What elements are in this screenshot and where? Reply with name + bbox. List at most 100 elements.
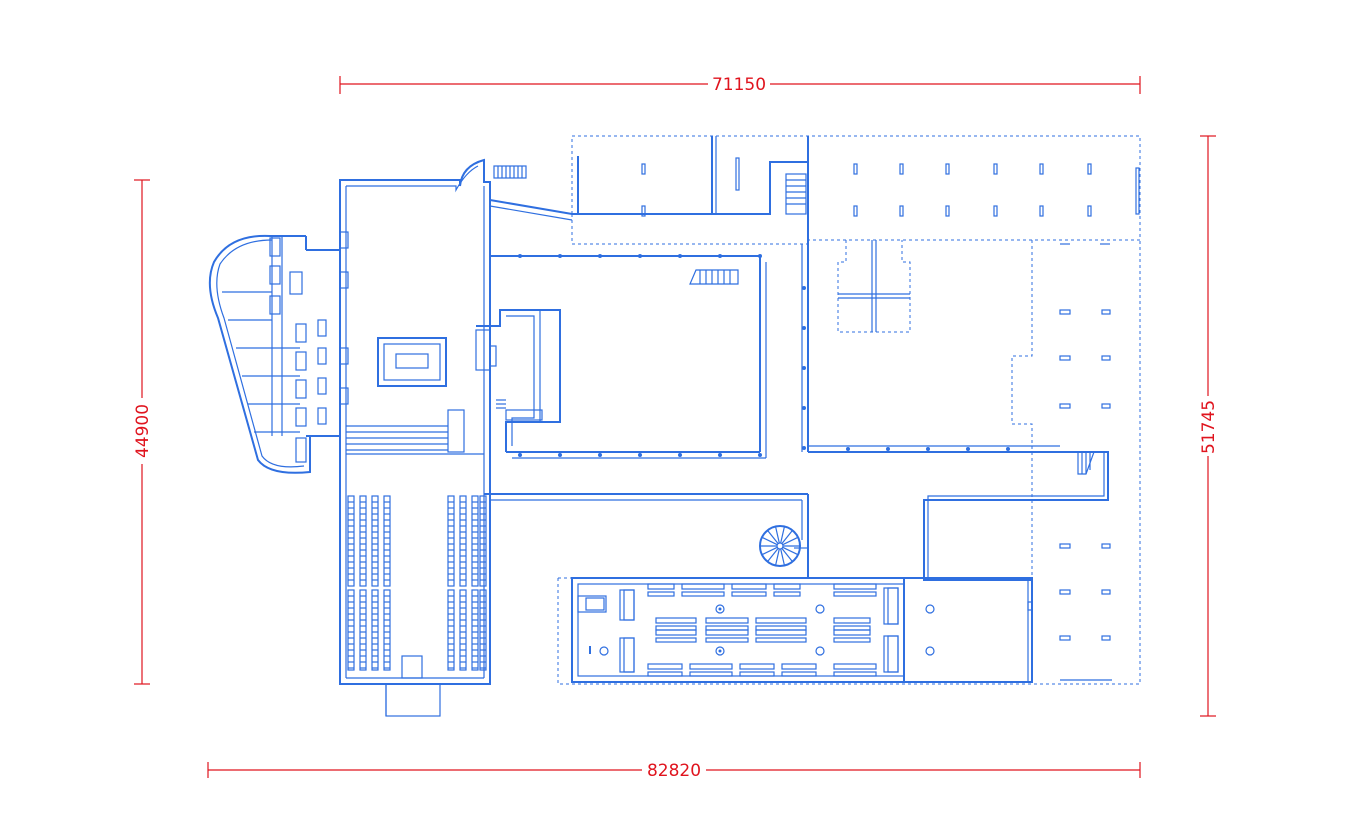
north-column bbox=[945, 205, 950, 217]
spiral-step bbox=[780, 548, 786, 566]
dimension-bottom-label: 82820 bbox=[647, 761, 701, 781]
connecting-corridor bbox=[484, 493, 809, 578]
seat-row bbox=[383, 495, 391, 587]
library-bench bbox=[833, 591, 877, 597]
column-dot bbox=[558, 453, 562, 457]
north-annex bbox=[571, 135, 1141, 245]
seat-row bbox=[479, 495, 487, 587]
dimension-left-label: 44900 bbox=[133, 404, 153, 458]
dimension-left: 44900 bbox=[133, 179, 153, 685]
seat-row bbox=[371, 589, 379, 671]
column-dot bbox=[758, 453, 762, 457]
north-column bbox=[1039, 163, 1044, 175]
column-dot bbox=[678, 254, 682, 258]
column-dot bbox=[758, 254, 762, 258]
library-table bbox=[705, 617, 749, 624]
library-table bbox=[655, 629, 697, 636]
library-bench bbox=[773, 591, 801, 597]
east-column bbox=[1101, 309, 1111, 315]
north-column bbox=[993, 205, 998, 217]
seat-row bbox=[459, 589, 467, 671]
spiral-step bbox=[782, 546, 799, 556]
east-column bbox=[1059, 635, 1071, 641]
seat-row bbox=[347, 495, 355, 587]
north-column bbox=[1039, 205, 1044, 217]
seat-row bbox=[459, 495, 467, 587]
dimension-top-label: 71150 bbox=[712, 75, 766, 95]
spiral-step bbox=[774, 548, 780, 566]
library-table bbox=[755, 629, 807, 636]
east-column bbox=[1101, 355, 1111, 361]
spiral-step bbox=[780, 526, 786, 544]
east-column bbox=[1101, 635, 1111, 641]
column-dot bbox=[802, 366, 806, 370]
library-table bbox=[731, 583, 767, 590]
spiral-staircase bbox=[759, 525, 801, 567]
library-table bbox=[681, 583, 725, 590]
north-column bbox=[853, 163, 858, 175]
east-column bbox=[1059, 589, 1071, 595]
library-table bbox=[647, 663, 683, 670]
library-bench bbox=[655, 637, 697, 643]
library-bench bbox=[647, 591, 675, 597]
library-bench bbox=[689, 671, 733, 677]
library-table bbox=[781, 663, 817, 670]
seat-row bbox=[359, 495, 367, 587]
library-table bbox=[755, 617, 807, 624]
spiral-step bbox=[782, 536, 799, 546]
east-column bbox=[1059, 403, 1071, 409]
east-column bbox=[1101, 589, 1111, 595]
library-bench bbox=[731, 591, 767, 597]
seat-row bbox=[447, 495, 455, 587]
column-dot bbox=[886, 447, 890, 451]
spiral-core bbox=[776, 542, 784, 550]
column-dot bbox=[802, 406, 806, 410]
spiral-step bbox=[761, 536, 778, 546]
east-zone bbox=[801, 240, 1141, 685]
column-dot bbox=[518, 453, 522, 457]
seating-rows bbox=[347, 495, 487, 671]
east-column bbox=[1101, 403, 1111, 409]
north-column bbox=[899, 163, 904, 175]
library-bench bbox=[739, 671, 775, 677]
north-column bbox=[899, 205, 904, 217]
spiral-step bbox=[767, 547, 779, 563]
dimension-top: 71150 bbox=[339, 75, 1141, 95]
library-table bbox=[833, 629, 871, 636]
north-column bbox=[945, 163, 950, 175]
column-dot bbox=[802, 326, 806, 330]
column-dot bbox=[598, 453, 602, 457]
library-table bbox=[833, 663, 877, 670]
north-column bbox=[853, 205, 858, 217]
dimension-right: 51745 bbox=[1199, 135, 1219, 717]
library-table bbox=[773, 583, 801, 590]
seat-row bbox=[371, 495, 379, 587]
dimension-bottom: 82820 bbox=[207, 761, 1141, 781]
column-dot bbox=[802, 446, 806, 450]
west-main-block bbox=[339, 158, 527, 717]
library-bench bbox=[833, 671, 877, 677]
library-table bbox=[739, 663, 775, 670]
spiral-step bbox=[767, 529, 779, 545]
seat-row bbox=[347, 589, 355, 671]
spiral-step bbox=[781, 547, 793, 563]
library-table bbox=[705, 629, 749, 636]
spiral-step bbox=[781, 529, 793, 545]
north-column bbox=[1087, 163, 1092, 175]
east-column bbox=[1059, 543, 1071, 549]
column-dot bbox=[518, 254, 522, 258]
library-table bbox=[647, 583, 675, 590]
east-column bbox=[1101, 543, 1111, 549]
column-dot bbox=[802, 286, 806, 290]
library-table bbox=[655, 617, 697, 624]
library-bench bbox=[755, 637, 807, 643]
column-dot bbox=[598, 254, 602, 258]
spiral-step bbox=[774, 526, 780, 544]
library-bench bbox=[647, 671, 683, 677]
column-dot bbox=[638, 453, 642, 457]
seat-row bbox=[471, 495, 479, 587]
west-curved-wing bbox=[208, 234, 340, 474]
spiral-step bbox=[761, 546, 778, 556]
library-table bbox=[689, 663, 733, 670]
seat-row bbox=[471, 589, 479, 671]
